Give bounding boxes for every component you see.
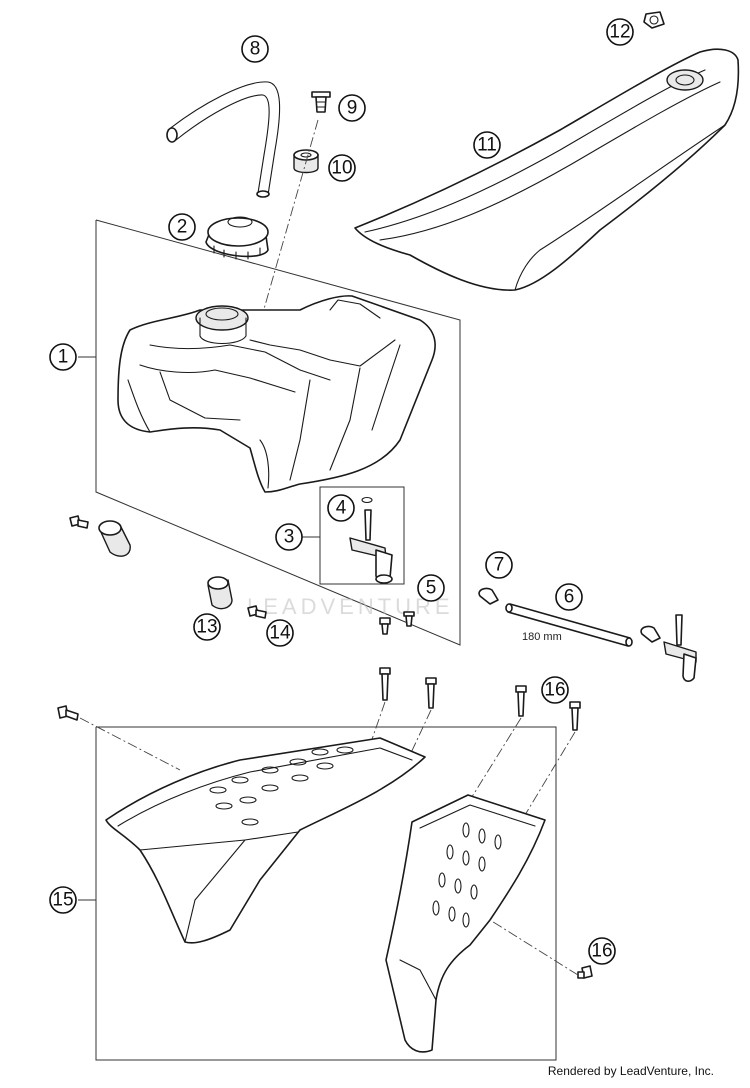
screw-5 [403,611,415,627]
fuel-hose [505,603,633,647]
skid-plate-vents [209,746,354,826]
svg-text:2: 2 [177,217,188,238]
skid-plate [105,737,426,944]
svg-text:11: 11 [477,135,497,156]
callout-9: 9 [338,94,366,122]
callout-5: 5 [417,574,445,602]
svg-text:6: 6 [564,587,575,608]
callout-3: 3 [275,523,303,551]
rubber-bushing-13 [207,576,233,610]
svg-text:10: 10 [331,158,352,179]
svg-text:4: 4 [336,498,347,519]
seat-fastener [643,11,665,29]
callout-14: 14 [266,619,294,647]
callout-10: 10 [328,154,356,182]
svg-text:16: 16 [544,680,565,701]
seat [354,48,740,291]
svg-text:5: 5 [426,578,437,599]
callout-7: 7 [485,551,513,579]
svg-text:9: 9 [347,98,358,119]
svg-text:13: 13 [196,617,217,638]
svg-text:12: 12 [609,22,630,43]
engine-guard-vents [432,822,502,928]
callout-4: 4 [327,494,355,522]
screw-9 [311,91,331,113]
fuel-tank [117,295,436,493]
hose-clamp-right [640,625,661,643]
svg-text:1: 1 [58,347,69,368]
bolt-left [69,515,89,529]
tank-group-frame [95,219,461,646]
callout-11: 11 [473,131,501,159]
callout-2: 2 [168,213,196,241]
svg-text:15: 15 [52,890,73,911]
grommet-10 [293,149,319,174]
svg-text:3: 3 [284,527,295,548]
engine-guard [385,794,546,1053]
callout-8: 8 [241,35,269,63]
callout-13: 13 [193,613,221,641]
svg-text:16: 16 [591,941,612,962]
shield-group-frame [95,726,557,1061]
hose-clamp-left [478,587,499,605]
fuel-tap-group-frame [319,486,405,585]
fuel-tap [349,496,393,584]
callout-1: 1 [49,343,77,371]
render-credit: Rendered by LeadVenture, Inc. [547,1064,714,1078]
callout-12: 12 [606,18,634,46]
callout-16-bottom: 16 [588,937,616,965]
shield-bolt-left [57,705,79,721]
callout-6: 6 [555,583,583,611]
screw-14 [247,605,267,619]
breather-hose [166,81,281,198]
rubber-bushing [98,520,131,557]
svg-text:7: 7 [494,555,505,576]
callout-16-top: 16 [541,676,569,704]
fuel-cap [205,216,269,260]
svg-text:14: 14 [269,623,291,644]
shield-screws-top [379,667,581,731]
watermark-text: LEADVENTURE [247,594,454,619]
screw-tank-bottom [379,617,391,635]
fuel-tap-right [663,614,697,682]
shield-screw-bottom [577,965,593,979]
hose-length-label: 180 mm [522,631,562,643]
svg-text:8: 8 [250,39,261,60]
callout-15: 15 [49,886,77,914]
